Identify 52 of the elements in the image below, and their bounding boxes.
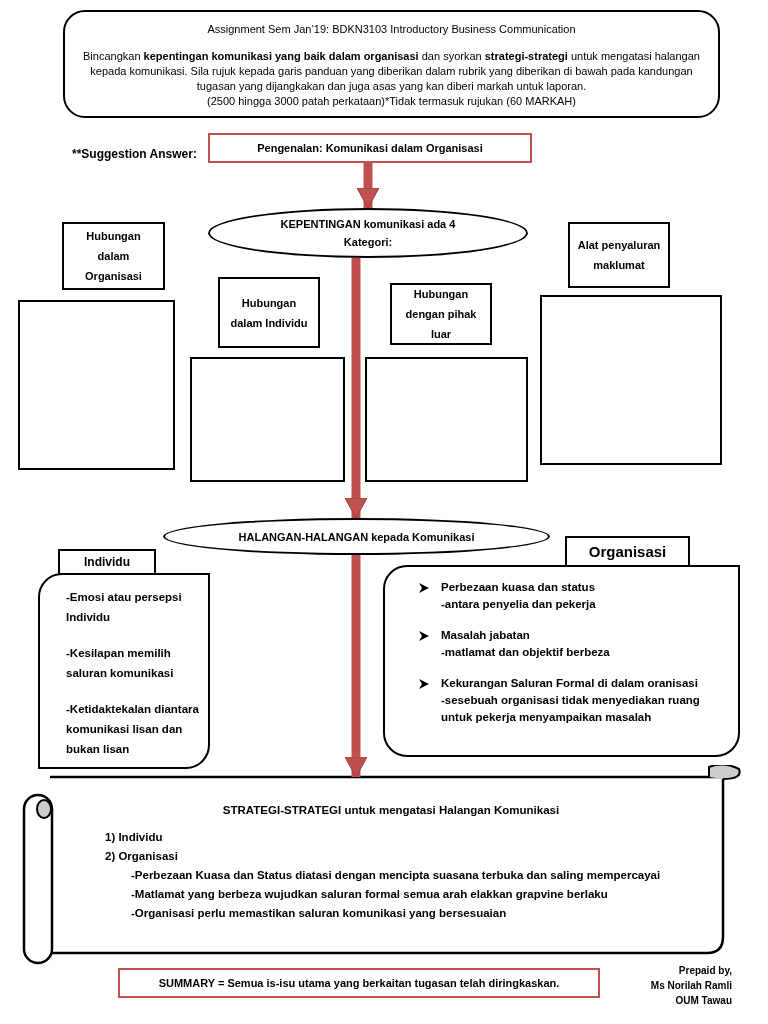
barrier-card [38, 573, 210, 769]
section-title: Pengenalan: Komunikasi dalam Organisasi [257, 141, 483, 156]
empty-box [540, 295, 722, 465]
suggestion-label: **Suggestion Answer: [72, 147, 197, 161]
empty-box [365, 357, 528, 482]
section-box [118, 968, 600, 998]
category-label: Hubungan dengan pihak luar [404, 287, 478, 342]
tab-label: Individu [84, 555, 130, 569]
category-box [218, 277, 320, 348]
author-note: Prepaid by, [677, 965, 732, 976]
barrier-card [383, 565, 740, 757]
block-arrow [344, 555, 368, 778]
category-label: Hubungan dalam Organisasi [84, 229, 143, 284]
topic-heading: KEPENTINGAN komunikasi ada 4 Kategori: [280, 217, 456, 250]
section-box [208, 133, 532, 163]
topic-ellipse [208, 208, 528, 258]
topic-ellipse [163, 518, 550, 555]
list-text: -Matlamat yang berbeza wujudkan saluran formal semua arah elakkan grapvine berlaku [131, 887, 609, 902]
block-arrow [356, 163, 380, 209]
list-text: 1) Individu [105, 830, 164, 845]
list-text: -antara penyelia dan pekerja [441, 597, 597, 612]
assignment-box [63, 10, 720, 118]
instruction-text: Bincangkan kepentingan komunikasi yang baik dalam organisasi dan syorkan strategi-strategi untuk mengatasi halangan kepada komunikasi. Sila rujuk kepada garis panduan yang diberikan dalam rubrik yang diberikan di bawah pada kandungan tugasan yang dijangkakan dan juga asas yang kan diberi markah untuk laporan. [82, 49, 701, 94]
list-text: -Ketidaktekalan diantara komunikasi lisan dan bukan lisan [66, 702, 200, 757]
tab-box [565, 536, 690, 567]
author-note: Ms Norilah Ramli [649, 980, 732, 991]
topic-heading: HALANGAN-HALANGAN kepada Komunikasi [238, 529, 475, 545]
bullet-text: Perbezaan kuasa dan status [441, 581, 596, 593]
list-text: -Kesilapan memilih saluran komunikasi [66, 646, 175, 681]
empty-box [190, 357, 345, 482]
list-text: -Organisasi perlu memastikan saluran komunikasi yang bersesuaian [131, 906, 508, 921]
tab-label: Organisasi [588, 543, 667, 560]
list-text: -Perbezaan Kuasa dan Status diatasi dengan mencipta suasana terbuka dan saling mempercayai [131, 868, 662, 883]
block-arrow [344, 258, 368, 519]
category-box [568, 222, 670, 288]
category-box [62, 222, 165, 290]
author-note: OUM Tawau [674, 995, 732, 1006]
list-text: 2) Organisasi [105, 849, 179, 864]
word-count-note: (2500 hingga 3000 patah perkataan)*Tidak termasuk rujukan (60 MARKAH) [206, 94, 577, 109]
bullet-text: Masalah jabatan [441, 629, 530, 641]
category-box [390, 283, 492, 345]
scroll-heading: STRATEGI-STRATEGI untuk mengatasi Halangan Komunikasi [221, 803, 561, 818]
list-text: -Emosi atau persepsi Individu [66, 590, 183, 625]
section-title: SUMMARY = Semua is-isu utama yang berkaitan tugasan telah diringkaskan. [158, 976, 560, 991]
assignment-title: Assignment Sem Jan’19: BDKN3103 Introductory Business Communication [206, 22, 577, 37]
bullet-text: Kekurangan Saluran Formal di dalam oranisasi [441, 677, 698, 689]
category-label: Alat penyaluran maklumat [576, 238, 662, 273]
empty-box [18, 300, 175, 470]
category-label: Hubungan dalam Individu [229, 295, 309, 331]
list-text: -sesebuah organisasi tidak menyediakan ruang untuk pekerja menyampaikan masalah [441, 693, 701, 725]
list-text: -matlamat dan objektif berbeza [441, 645, 611, 660]
tab-box [58, 549, 156, 575]
